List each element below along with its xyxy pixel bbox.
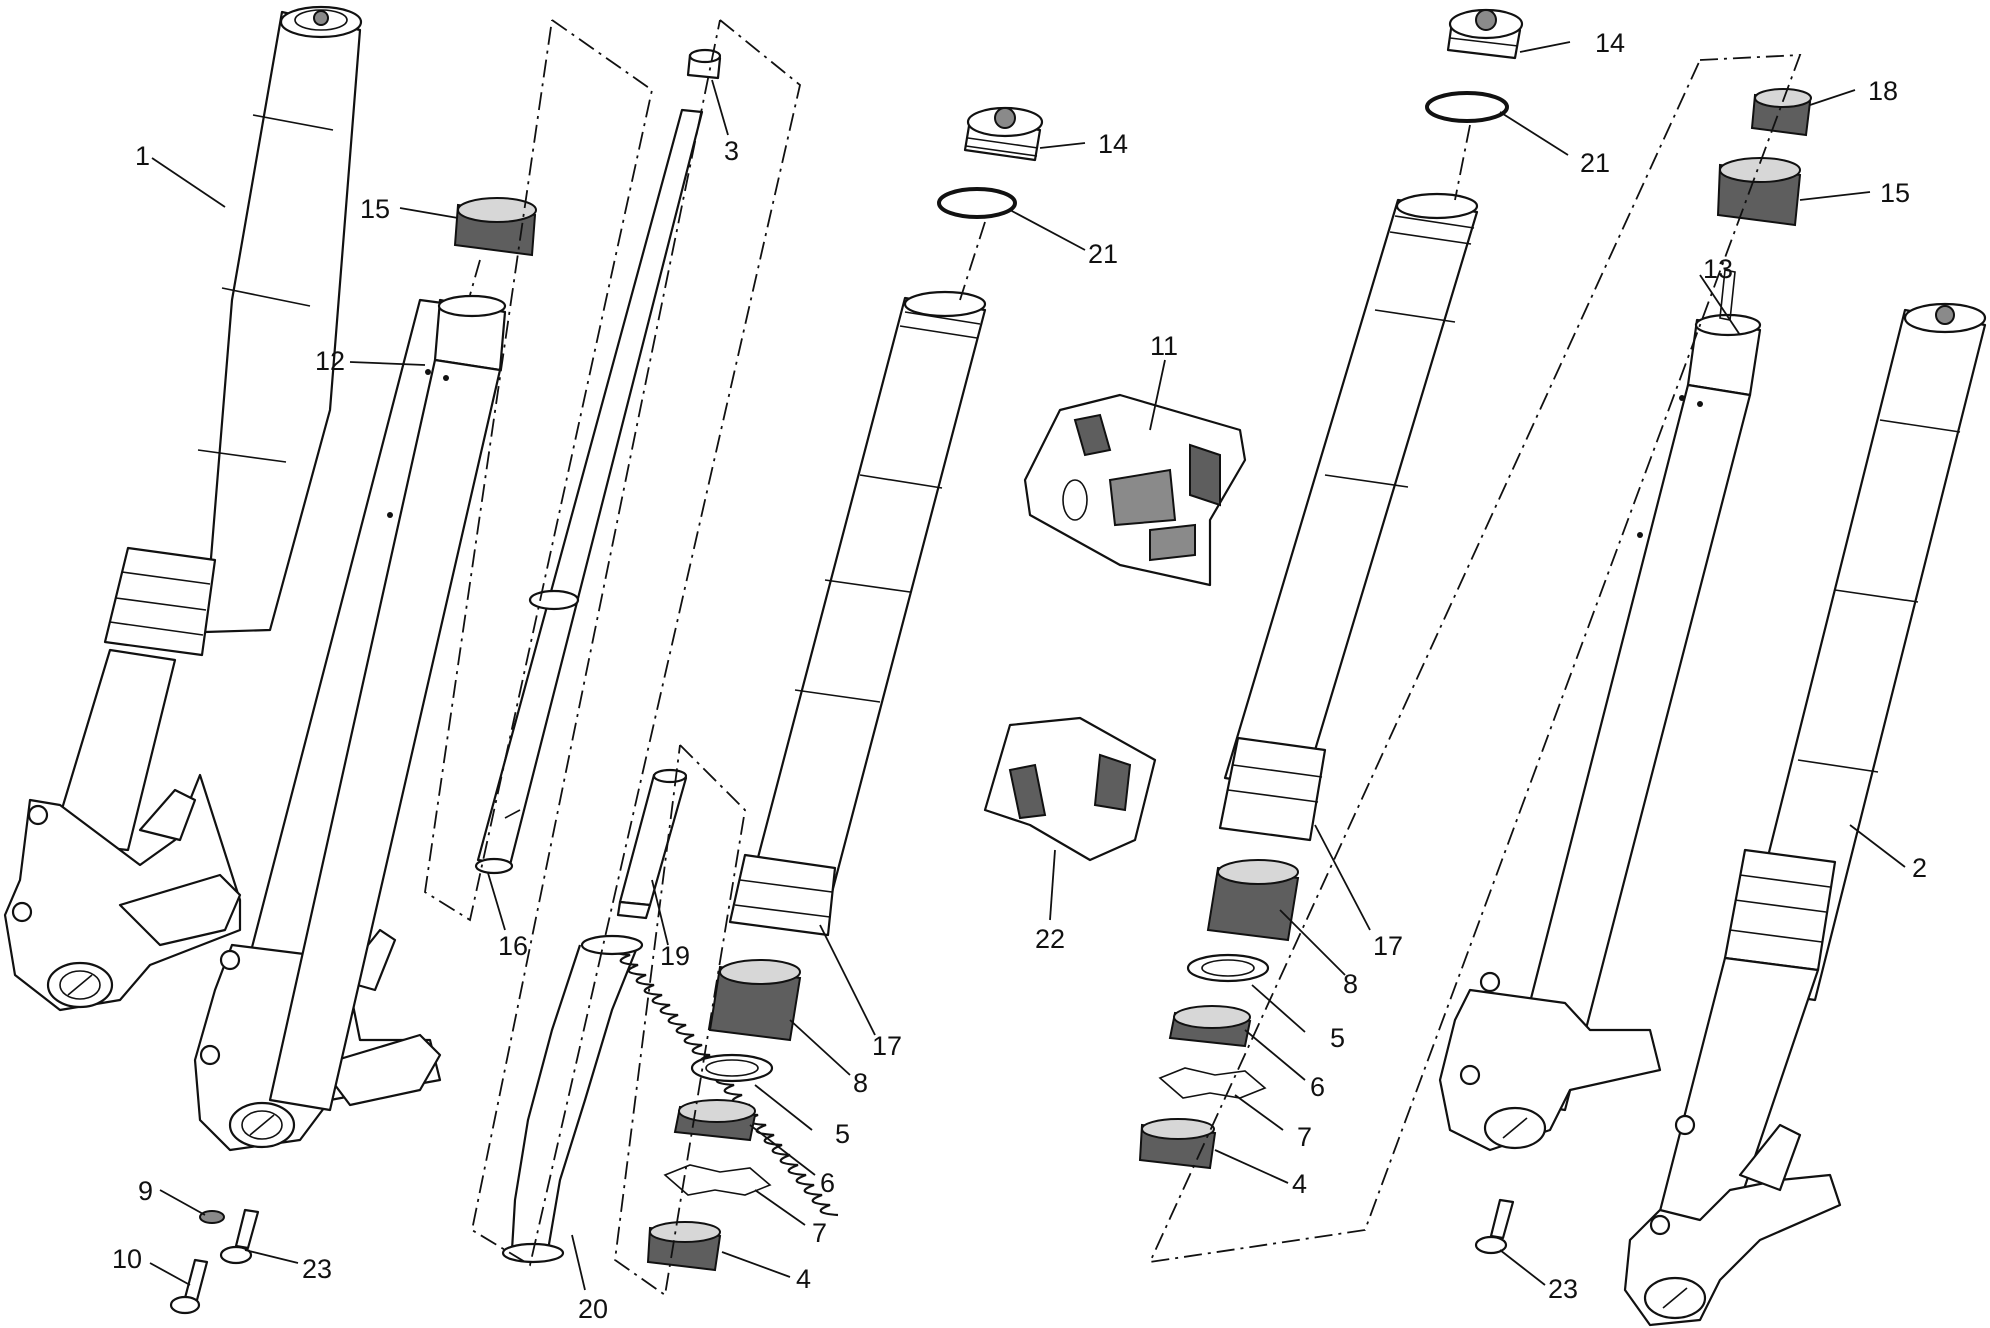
callout-8-center: 8 <box>853 1068 868 1098</box>
axis-line-right <box>1454 124 1471 201</box>
callout-21-right: 21 <box>1580 148 1610 178</box>
bushing-15-right <box>1716 157 1802 227</box>
callout-17-right: 17 <box>1373 931 1403 961</box>
seal-stack-center <box>646 959 802 1272</box>
inner-tube-17-right <box>1218 192 1479 842</box>
callout-5-center: 5 <box>835 1119 850 1149</box>
callout-14-center: 14 <box>1098 129 1128 159</box>
callout-18: 18 <box>1868 76 1898 106</box>
callout-3: 3 <box>724 136 739 166</box>
callout-21-center: 21 <box>1088 239 1118 269</box>
fork-slider-foot-right <box>1438 971 1662 1152</box>
fork-spring-20 <box>501 934 839 1264</box>
callout-10: 10 <box>112 1244 142 1274</box>
callout-6-right: 6 <box>1310 1072 1325 1102</box>
screw-10 <box>169 1258 209 1315</box>
washer-9 <box>199 1210 225 1224</box>
assembly-frame-left <box>424 19 654 922</box>
fork-leg-right-assembly <box>1623 302 1987 1327</box>
callout-6-center: 6 <box>820 1168 835 1198</box>
callout-12: 12 <box>315 346 345 376</box>
callout-labels: 1 2 3 4 4 5 5 6 6 7 7 8 8 9 10 11 12 13 … <box>112 28 1927 1324</box>
bushing-kit-22 <box>983 716 1157 862</box>
assembly-frame-mid <box>470 19 802 1267</box>
callout-7-right: 7 <box>1297 1122 1312 1152</box>
callout-9: 9 <box>138 1176 153 1206</box>
callout-14-right: 14 <box>1595 28 1625 58</box>
seal-stack-right <box>1138 859 1300 1170</box>
nut-3 <box>686 48 722 80</box>
callout-2: 2 <box>1912 853 1927 883</box>
callout-8-right: 8 <box>1343 969 1358 999</box>
cartridge-tube-12 <box>268 294 507 1112</box>
o-ring-21-right <box>1425 91 1509 123</box>
callout-17-center: 17 <box>872 1031 902 1061</box>
top-cap-14-center <box>963 106 1044 162</box>
callout-1: 1 <box>135 141 150 171</box>
o-ring-21-center <box>937 187 1017 219</box>
inner-tube-17-center <box>728 290 987 937</box>
screw-23-left <box>219 1208 260 1265</box>
assembly-frame-spring <box>614 744 746 1297</box>
damper-rod-16 <box>474 108 704 875</box>
leader-lines <box>149 41 1906 1291</box>
spring-spacer-19 <box>616 768 688 920</box>
callout-5-right: 5 <box>1330 1023 1345 1053</box>
callout-15-right: 15 <box>1880 178 1910 208</box>
callout-23-left: 23 <box>302 1254 332 1284</box>
callout-15-left: 15 <box>360 194 390 224</box>
callout-22: 22 <box>1035 924 1065 954</box>
callout-19: 19 <box>660 941 690 971</box>
screw-23-right <box>1474 1198 1515 1255</box>
fork-leg-left-assembly <box>3 5 363 1012</box>
top-cap-14-right <box>1446 8 1524 60</box>
axis-line-center <box>959 221 986 301</box>
bushing-kit-11 <box>1023 393 1247 587</box>
cartridge-tube-13 <box>1503 269 1762 1112</box>
callout-4-center: 4 <box>796 1264 811 1294</box>
axis-line-left <box>469 259 481 296</box>
assembly-frame-right <box>1148 54 1802 1264</box>
callout-20: 20 <box>578 1294 608 1324</box>
callout-16: 16 <box>498 931 528 961</box>
cap-18 <box>1750 88 1812 137</box>
callout-11: 11 <box>1150 331 1178 361</box>
callout-13: 13 <box>1703 254 1733 284</box>
callout-23-right: 23 <box>1548 1274 1578 1304</box>
callout-7-center: 7 <box>812 1218 827 1248</box>
callout-4-right: 4 <box>1292 1169 1307 1199</box>
bushing-15-left <box>453 197 537 257</box>
